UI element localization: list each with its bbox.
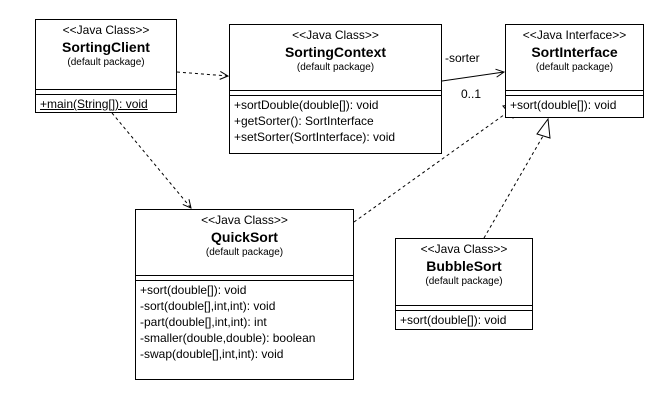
package-label: (default package)	[535, 62, 614, 73]
operation-item: +sort(double[]): void	[140, 283, 247, 297]
operation-item: +sort(double[]): void	[400, 313, 507, 327]
attributes-compartment	[396, 305, 532, 310]
operation-item: +main(String[]): void	[40, 97, 148, 111]
dependency-client-quicksort	[111, 112, 191, 208]
attributes-compartment	[506, 90, 643, 95]
attributes-compartment	[36, 89, 176, 94]
association-context-interface	[441, 72, 504, 82]
operation-item: +sortDouble(double[]): void	[234, 98, 379, 112]
class-header: <<Java Interface>> SortInterface (defaul…	[506, 25, 643, 90]
class-bubblesort[interactable]: <<Java Class>> BubbleSort (default packa…	[395, 238, 533, 330]
operations-compartment: +sort(double[]): void	[396, 310, 532, 330]
interface-sortinterface[interactable]: <<Java Interface>> SortInterface (defaul…	[505, 24, 644, 118]
association-multiplicity-label: 0..1	[461, 87, 482, 101]
stereotype-label: <<Java Class>>	[201, 213, 288, 227]
operations-compartment: +main(String[]): void	[36, 94, 176, 114]
dependency-client-context	[176, 72, 228, 76]
operation-item: +sort(double[]): void	[510, 98, 617, 112]
class-sortingclient[interactable]: <<Java Class>> SortingClient (default pa…	[35, 19, 177, 113]
attributes-compartment	[230, 90, 441, 95]
class-quicksort[interactable]: <<Java Class>> QuickSort (default packag…	[135, 209, 354, 380]
operation-item: -sort(double[],int,int): void	[140, 299, 276, 313]
class-header: <<Java Class>> QuickSort (default packag…	[136, 210, 353, 275]
class-name: SortingContext	[284, 44, 387, 60]
realization-bubblesort-line	[483, 135, 544, 239]
stereotype-label: <<Java Class>>	[62, 23, 150, 37]
stereotype-label: <<Java Interface>>	[522, 28, 627, 42]
realization-quicksort-line	[353, 111, 509, 223]
class-name: SortingClient	[62, 39, 150, 55]
class-name: SortInterface	[531, 44, 618, 60]
operation-item: +setSorter(SortInterface): void	[234, 130, 396, 144]
operations-compartment: +sort(double[]): void -sort(double[],int…	[136, 280, 353, 364]
class-header: <<Java Class>> SortingContext (default p…	[230, 25, 441, 90]
association-role-label: -sorter	[445, 51, 480, 65]
package-label: (default package)	[425, 276, 503, 287]
class-name: BubbleSort	[426, 258, 502, 274]
package-label: (default package)	[296, 62, 375, 73]
operation-item: -swap(double[],int,int): void	[140, 347, 284, 361]
realization-bubblesort-arrowhead	[536, 117, 551, 139]
operations-compartment: +sort(double[]): void	[506, 95, 643, 115]
class-sortingcontext[interactable]: <<Java Class>> SortingContext (default p…	[229, 24, 442, 154]
package-label: (default package)	[205, 247, 284, 258]
operation-item: +getSorter(): SortInterface	[234, 114, 374, 128]
stereotype-label: <<Java Class>>	[420, 242, 508, 256]
class-name: QuickSort	[211, 229, 278, 245]
stereotype-label: <<Java Class>>	[292, 28, 379, 42]
class-header: <<Java Class>> SortingClient (default pa…	[36, 20, 176, 89]
package-label: (default package)	[67, 57, 145, 68]
class-header: <<Java Class>> BubbleSort (default packa…	[396, 239, 532, 305]
operation-item: -part(double[],int,int): int	[140, 315, 267, 329]
operation-item: -smaller(double,double): boolean	[140, 331, 316, 345]
attributes-compartment	[136, 275, 353, 280]
operations-compartment: +sortDouble(double[]): void +getSorter()…	[230, 95, 441, 147]
